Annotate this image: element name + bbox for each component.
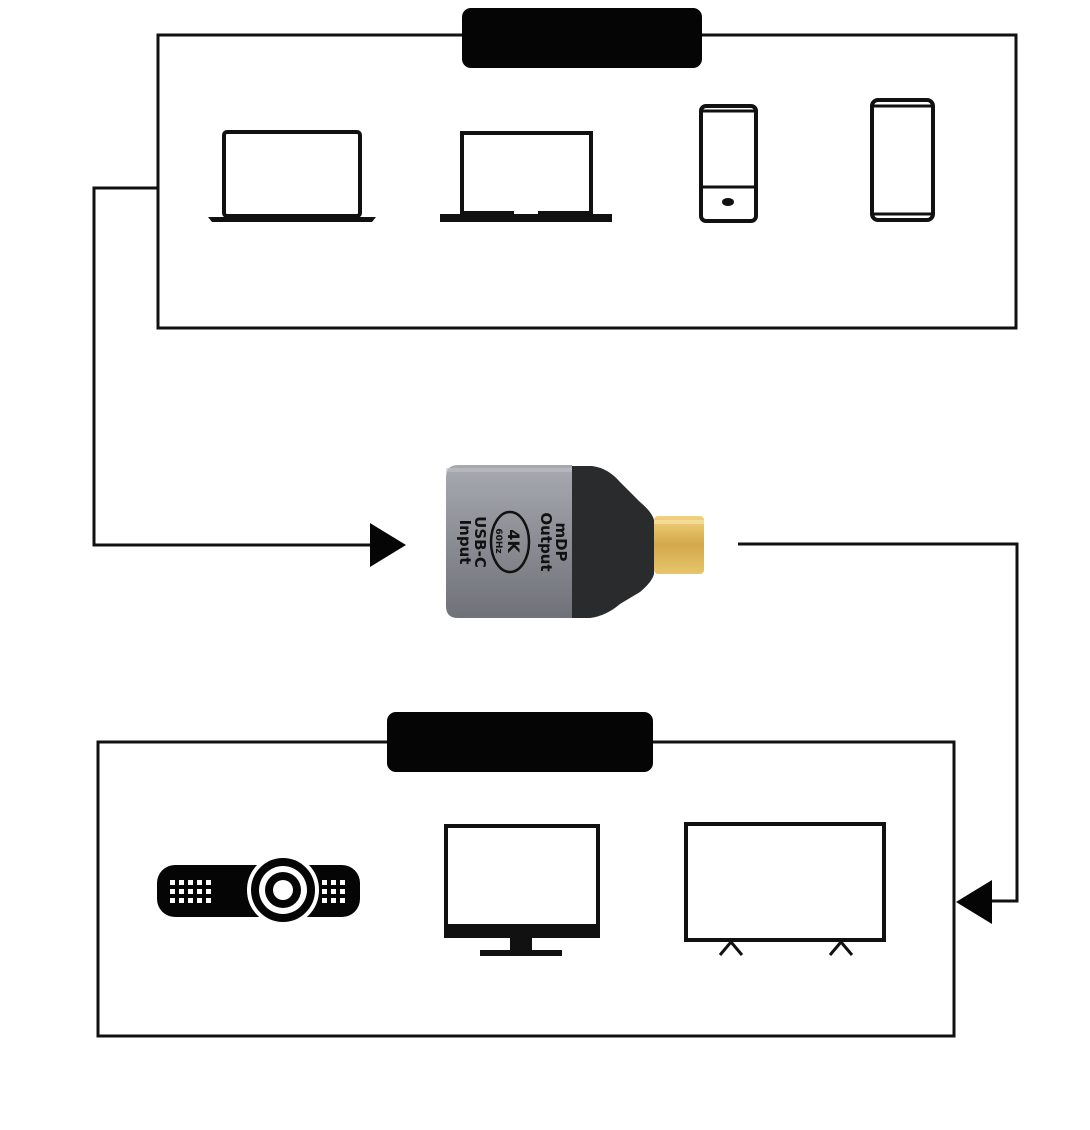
input-arrowhead-icon [370, 523, 406, 567]
source-devices-box [156, 8, 1018, 330]
output-label-line1: mDP [552, 522, 570, 561]
usb-c-to-mdp-adapter: mDP Output 4K 60Hz USB-C Input [446, 465, 704, 618]
input-label-line1: USB-C [471, 516, 489, 568]
display-devices-box [96, 712, 956, 1038]
resolution-badge [489, 510, 531, 574]
iphone-icon [870, 98, 935, 222]
input-label-line2: Input [456, 520, 474, 565]
output-connector-arrow [738, 542, 1019, 924]
laptop-windows-icon [440, 131, 612, 222]
display-header-bar [387, 712, 653, 772]
adapter-boot [565, 466, 654, 618]
input-connector-arrow [92, 186, 406, 567]
badge-sub-text: 60Hz [493, 528, 503, 553]
tv-icon [684, 822, 886, 956]
adapter-body [446, 465, 572, 618]
badge-main-text: 4K [504, 529, 523, 553]
laptop-macbook-icon [208, 130, 376, 222]
usb-c-plug [654, 516, 704, 574]
output-arrowhead-icon [956, 880, 992, 924]
monitor-icon [444, 824, 600, 956]
output-label-line2: Output [537, 512, 555, 571]
source-header-bar [462, 8, 702, 68]
android-phone-icon [699, 104, 758, 223]
projector-icon [157, 854, 360, 926]
